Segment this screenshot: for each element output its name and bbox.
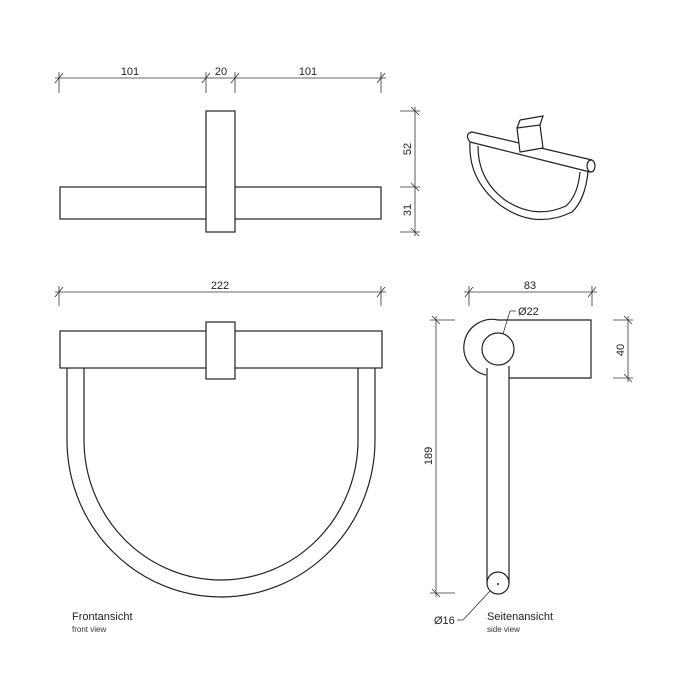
dim-height-upper-label: 52: [402, 143, 414, 155]
dim-height-label: 189: [423, 447, 435, 465]
side-block-arc: [463, 318, 499, 376]
top-height-dimension: [400, 106, 420, 237]
dim-width-label: 222: [211, 280, 229, 292]
front-view-title: Frontansicht: [72, 611, 133, 623]
side-view-subtitle: side view: [487, 625, 520, 634]
side-depth-dimension: [464, 286, 597, 306]
front-view-subtitle: front view: [72, 625, 106, 634]
ring-outer: [66, 368, 376, 598]
front-width-dimension: [54, 286, 386, 306]
dim-center-label: 20: [215, 66, 227, 78]
top-block: [205, 110, 236, 233]
dim-depth-label: 83: [524, 280, 536, 292]
side-block: [498, 319, 592, 379]
side-height-dimension: [430, 315, 455, 598]
dim-height-lower-label: 31: [402, 204, 414, 216]
bar-diameter-leader: [502, 310, 516, 335]
ring-section: [486, 571, 510, 595]
front-block: [205, 321, 236, 380]
ring-inner: [83, 368, 359, 581]
dim-block-height-label: 40: [615, 344, 627, 356]
side-stem: [486, 366, 510, 583]
top-view: 101 20 101 52 31: [54, 66, 420, 237]
bar-diameter-label: Ø22: [518, 306, 539, 318]
bar-section: [481, 332, 515, 366]
side-block-dimension: [613, 315, 633, 383]
ring-diameter-label: Ø16: [434, 615, 455, 627]
top-width-dimension: [54, 72, 386, 93]
dim-right-label: 101: [299, 66, 317, 78]
ring-center: [497, 583, 499, 585]
ring-diameter-leader: [457, 590, 491, 621]
perspective-view: [466, 115, 596, 221]
front-view: 222 Frontansicht front view: [54, 280, 386, 634]
dim-left-label: 101: [121, 66, 139, 78]
side-view-title: Seitenansicht: [487, 611, 553, 623]
side-view: 83 189 40 Ø22 Ø16 Seitenansicht side vie…: [423, 280, 633, 634]
